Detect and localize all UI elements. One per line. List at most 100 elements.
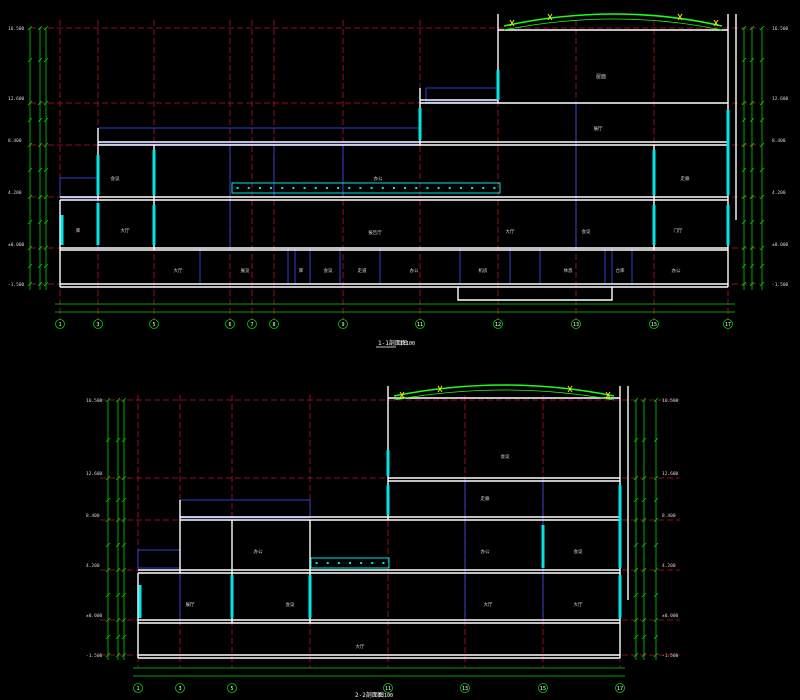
vertical-dimensions-right: [743, 28, 763, 290]
room-label: 会议: [111, 175, 120, 182]
roof-truss-b: [393, 384, 615, 401]
dim-tick: [27, 263, 33, 269]
dim-tick: [105, 542, 111, 548]
axis-bubble-label: 15: [540, 686, 546, 692]
axis-bubble-label: 7: [250, 322, 253, 328]
dim-tick: [115, 617, 121, 623]
axis-bubble-label: 3: [96, 322, 99, 328]
room-label: 办公: [374, 175, 383, 182]
section-title: 1-1剖面图 1:100: [376, 339, 415, 348]
dim-tick: [121, 542, 127, 548]
dim-tick: [759, 117, 765, 123]
dim-tick: [115, 517, 121, 523]
axis-bubble-label: 5: [152, 322, 155, 328]
skylight-panel: [325, 187, 328, 189]
dim-tick: [115, 542, 121, 548]
dim-tick: [641, 517, 647, 523]
skylight-panel: [303, 187, 306, 189]
axis-bubble-label: 9: [341, 322, 344, 328]
dim-tick: [749, 245, 755, 251]
dim-tick: [633, 617, 639, 623]
glass-curtain-walls-b: [138, 450, 622, 618]
level-label-right: 8.400: [772, 138, 786, 144]
dim-tick: [105, 652, 111, 658]
room-label: 走廊: [481, 495, 490, 502]
dim-tick: [741, 219, 747, 225]
room-label: 走廊: [681, 175, 690, 182]
dim-tick: [27, 57, 33, 63]
level-label-left: 16.500: [8, 26, 25, 32]
dim-tick: [759, 219, 765, 225]
skylight-panel: [426, 187, 429, 189]
skylight-panel: [437, 187, 440, 189]
dim-tick: [27, 219, 33, 225]
axis-bubble: [175, 683, 185, 693]
dim-tick: [741, 167, 747, 173]
room-label: 大厅: [174, 267, 183, 274]
dim-tick: [43, 263, 49, 269]
dim-tick: [43, 100, 49, 106]
skylight-panel: [471, 187, 474, 189]
dim-tick: [43, 281, 49, 287]
axis-bubble-label: 6: [228, 322, 231, 328]
dim-tick: [27, 142, 33, 148]
level-label-right: ±0.000: [662, 613, 679, 619]
section-title-text-b: 2-2剖面图: [355, 691, 384, 699]
dim-tick: [641, 634, 647, 640]
level-label-right: 16.500: [772, 26, 789, 32]
dim-tick: [741, 281, 747, 287]
dim-tick: [633, 475, 639, 481]
dim-tick: [633, 567, 639, 573]
skylight-panel: [359, 187, 362, 189]
dim-tick: [749, 281, 755, 287]
room-label: 库: [76, 227, 81, 234]
dim-tick: [641, 475, 647, 481]
dim-tick: [749, 117, 755, 123]
dim-tick: [27, 117, 33, 123]
room-label: 展览: [241, 267, 250, 274]
level-label-left: 12.600: [86, 471, 103, 477]
skylight-panel: [404, 187, 407, 189]
dim-tick: [759, 25, 765, 31]
dim-tick: [653, 634, 659, 640]
dim-tick: [653, 475, 659, 481]
dim-tick: [633, 592, 639, 598]
dim-tick: [43, 167, 49, 173]
level-label-left: 4.200: [8, 190, 22, 196]
room-label: 大厅: [121, 227, 130, 234]
dim-tick: [741, 100, 747, 106]
level-label-right: 4.200: [772, 190, 786, 196]
level-label-left: ±0.000: [86, 613, 103, 619]
dim-tick: [115, 652, 121, 658]
dim-tick: [37, 194, 43, 200]
skylight-panel: [382, 562, 385, 564]
dim-tick: [749, 100, 755, 106]
skylight-panel: [315, 562, 318, 564]
skylight-panel: [258, 187, 261, 189]
dim-tick: [27, 100, 33, 106]
dim-tick: [115, 634, 121, 640]
level-label-left: -1.500: [86, 653, 103, 659]
horizontal-dimensions: [55, 303, 735, 313]
room-label: 仓库: [616, 267, 625, 274]
dim-tick: [741, 57, 747, 63]
dim-tick: [749, 219, 755, 225]
dim-tick: [105, 592, 111, 598]
dim-tick: [105, 634, 111, 640]
roof-truss: [503, 13, 723, 31]
dim-tick: [741, 194, 747, 200]
level-label-right: 12.600: [772, 96, 789, 102]
dim-tick: [27, 194, 33, 200]
room-label: 办公: [254, 548, 263, 555]
axis-bubble-label: 12: [495, 322, 501, 328]
room-label: 展厅: [186, 602, 195, 608]
skylight-strip: [231, 182, 501, 194]
axis-bubble: [460, 683, 470, 693]
dim-tick: [37, 281, 43, 287]
